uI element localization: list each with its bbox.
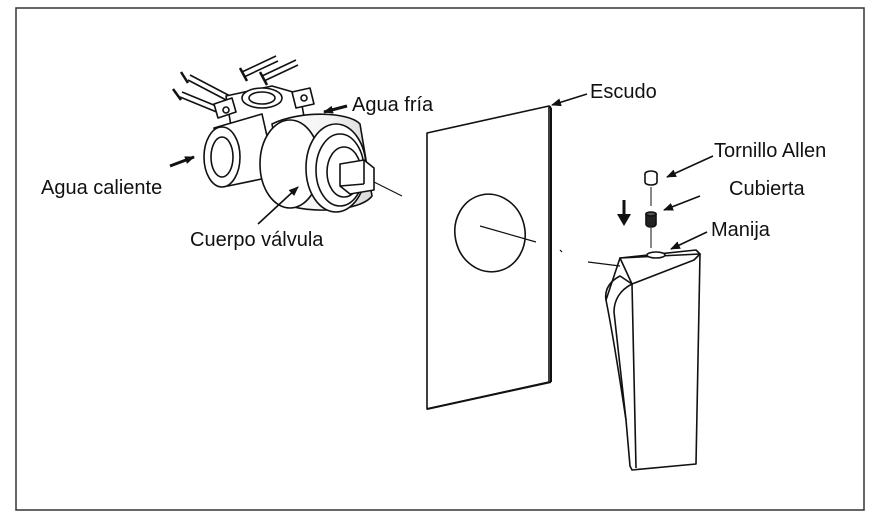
diagram-frame [15, 7, 865, 511]
tornillo-allen-leader [666, 155, 714, 178]
label-cuerpo-valvula: Cuerpo válvula [190, 229, 324, 251]
manija-leader [670, 231, 708, 250]
escudo-leader [551, 93, 588, 107]
label-agua-caliente: Agua caliente [41, 177, 162, 199]
label-agua-fria: Agua fría [352, 94, 434, 116]
label-escudo: Escudo [590, 81, 657, 103]
assembly-direction-arrow [617, 200, 631, 226]
cubierta-leader [663, 195, 701, 211]
agua-caliente-leader [169, 155, 195, 168]
label-cubierta: Cubierta [729, 178, 805, 200]
label-manija: Manija [711, 219, 771, 241]
manija-handle-illustration [587, 249, 701, 471]
cuerpo-valvula-leader [257, 186, 299, 225]
screw-and-cover-illustration [644, 170, 658, 248]
agua-fria-leader [323, 104, 348, 114]
label-tornillo-allen: Tornillo Allen [714, 140, 826, 162]
leader-lines [169, 93, 714, 250]
valve-body-illustration [171, 55, 403, 213]
escudo-plate-illustration [426, 105, 563, 410]
